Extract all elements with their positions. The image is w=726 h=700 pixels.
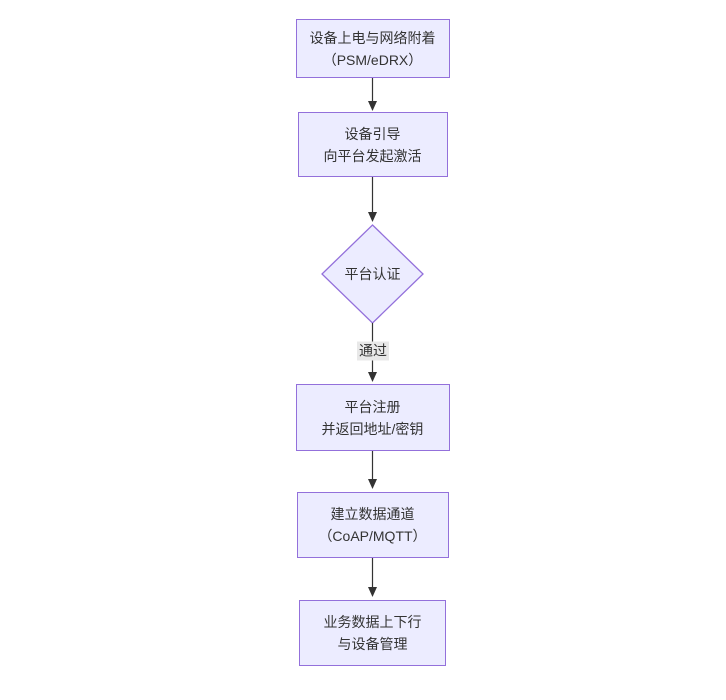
node-platform-register: 平台注册 并返回地址/密钥 xyxy=(295,384,450,451)
node-data-channel-line1: 建立数据通道 xyxy=(330,506,415,522)
arrowhead-power-to-bootstrap xyxy=(368,101,377,111)
node-business-data-line2: 与设备管理 xyxy=(337,636,408,652)
node-platform-auth-label: 平台认证 xyxy=(344,266,401,282)
arrowhead-auth-to-register xyxy=(368,372,377,382)
arrowhead-bootstrap-to-auth xyxy=(368,212,377,222)
arrowhead-channel-to-business xyxy=(368,587,377,597)
node-data-channel-line2: （CoAP/MQTT） xyxy=(318,528,427,544)
node-platform-register-line2: 并返回地址/密钥 xyxy=(321,420,424,437)
node-power-attach: 设备上电与网络附着 （PSM/eDRX） xyxy=(295,19,450,78)
node-power-attach-line2: （PSM/eDRX） xyxy=(322,51,423,68)
node-bootstrap-line2: 向平台发起激活 xyxy=(323,147,422,164)
node-data-channel: 建立数据通道 （CoAP/MQTT） xyxy=(296,492,449,558)
node-power-attach-line1: 设备上电与网络附着 xyxy=(309,29,436,46)
edge-label-pass: 通过 xyxy=(357,341,389,361)
node-business-data: 业务数据上下行 与设备管理 xyxy=(299,600,446,666)
node-bootstrap: 设备引导 向平台发起激活 xyxy=(297,112,448,177)
node-platform-register-line1: 平台注册 xyxy=(344,398,401,415)
node-bootstrap-line1: 设备引导 xyxy=(344,125,401,142)
arrowhead-register-to-channel xyxy=(368,479,377,489)
node-business-data-line1: 业务数据上下行 xyxy=(323,614,422,630)
